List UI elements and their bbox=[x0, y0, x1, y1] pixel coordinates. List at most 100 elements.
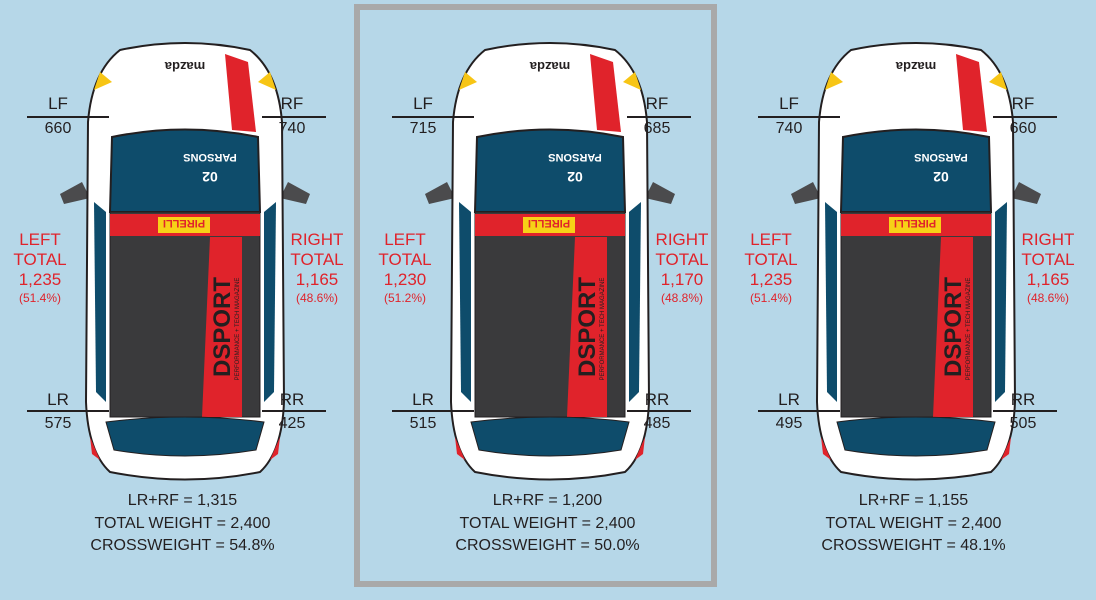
rr-line bbox=[627, 410, 691, 412]
svg-text:PERFORMANCE + TECH MAGAZINE: PERFORMANCE + TECH MAGAZINE bbox=[966, 278, 972, 381]
svg-text:PIRELLI: PIRELLI bbox=[163, 217, 205, 229]
summary: LR+RF = 1,315 TOTAL WEIGHT = 2,400 CROSS… bbox=[0, 490, 365, 558]
crossweight: CROSSWEIGHT = 50.0% bbox=[455, 537, 640, 554]
total-weight: TOTAL WEIGHT = 2,400 bbox=[825, 514, 1002, 532]
crossweight: CROSSWEIGHT = 54.8% bbox=[90, 537, 275, 554]
brand-logo: mazda bbox=[164, 59, 205, 74]
lr-rf-sum: LR+RF = 1,155 bbox=[858, 492, 969, 509]
right-total-pct: (48.6%) bbox=[1026, 291, 1070, 305]
svg-text:PIRELLI: PIRELLI bbox=[894, 217, 936, 229]
lr-line bbox=[392, 410, 474, 412]
svg-text:PERFORMANCE + TECH MAGAZINE: PERFORMANCE + TECH MAGAZINE bbox=[235, 278, 241, 381]
left-mirror bbox=[60, 182, 90, 204]
lr-rf-sum: LR+RF = 1,315 bbox=[127, 492, 238, 509]
total-weight: TOTAL WEIGHT = 2,400 bbox=[459, 514, 636, 532]
lf-label: LF bbox=[48, 94, 68, 113]
right-total-value: 1,165 bbox=[295, 270, 339, 289]
scale-panel-1: mazda PARSONS 02 PIRELLI DSPORT PERFORMA… bbox=[0, 0, 365, 600]
svg-text:02: 02 bbox=[933, 169, 949, 185]
rf-line bbox=[627, 116, 691, 118]
right-total-pct: (48.6%) bbox=[295, 291, 339, 305]
lr-line bbox=[27, 410, 109, 412]
rr-value: 425 bbox=[278, 415, 306, 432]
left-total-value: 1,235 bbox=[749, 270, 793, 289]
left-total-pct: (51.4%) bbox=[18, 291, 62, 305]
rf-value: 660 bbox=[1009, 120, 1037, 137]
svg-text:PERFORMANCE + TECH MAGAZINE: PERFORMANCE + TECH MAGAZINE bbox=[600, 278, 606, 381]
svg-text:PARSONS: PARSONS bbox=[548, 151, 602, 163]
brand-logo: mazda bbox=[529, 59, 570, 74]
selection-frame bbox=[354, 4, 717, 587]
lf-label: LF bbox=[413, 94, 433, 113]
right-total: RIGHT TOTAL 1,165 (48.6%) bbox=[1008, 230, 1088, 306]
left-total-pct: (51.4%) bbox=[749, 291, 793, 305]
rr-label: RR bbox=[279, 390, 305, 409]
right-mirror bbox=[645, 182, 675, 204]
car-top-view: mazda PARSONS 02 PIRELLI DSPORT PERFORMA… bbox=[60, 42, 310, 481]
lr-rf-sum: LR+RF = 1,200 bbox=[492, 492, 603, 509]
rf-label: RF bbox=[645, 94, 669, 113]
lf-value: 715 bbox=[409, 120, 437, 137]
left-total-value: 1,230 bbox=[383, 270, 427, 289]
svg-text:DSPORT: DSPORT bbox=[574, 277, 601, 377]
left-total: LEFT TOTAL 1,235 (51.4%) bbox=[0, 230, 80, 306]
right-mirror bbox=[1011, 182, 1041, 204]
left-mirror bbox=[791, 182, 821, 204]
rf-label: RF bbox=[280, 94, 304, 113]
right-mirror bbox=[280, 182, 310, 204]
svg-text:DSPORT: DSPORT bbox=[940, 277, 967, 377]
lf-line bbox=[27, 116, 109, 118]
brand-logo: mazda bbox=[895, 59, 936, 74]
lf-label: LF bbox=[779, 94, 799, 113]
lf-value: 740 bbox=[775, 120, 803, 137]
svg-text:PARSONS: PARSONS bbox=[183, 151, 237, 163]
left-mirror bbox=[425, 182, 455, 204]
scale-panel-3: mazda PARSONS 02 PIRELLI DSPORT PERFORMA… bbox=[731, 0, 1096, 600]
left-total-value: 1,235 bbox=[18, 270, 62, 289]
car: mazda PARSONS 02 PIRELLI DSPORT PERFORMA… bbox=[791, 42, 1041, 482]
rf-line bbox=[993, 116, 1057, 118]
right-total-pct: (48.8%) bbox=[660, 291, 704, 305]
left-total: LEFT TOTAL 1,235 (51.4%) bbox=[731, 230, 811, 306]
rf-line bbox=[262, 116, 326, 118]
right-total: RIGHT TOTAL 1,170 (48.8%) bbox=[642, 230, 722, 306]
crossweight: CROSSWEIGHT = 48.1% bbox=[821, 537, 1006, 554]
lf-line bbox=[758, 116, 840, 118]
rf-label: RF bbox=[1011, 94, 1035, 113]
lr-label: LR bbox=[412, 390, 434, 409]
svg-text:DSPORT: DSPORT bbox=[209, 277, 236, 377]
lr-line bbox=[758, 410, 840, 412]
lr-value: 495 bbox=[775, 415, 803, 432]
rr-value: 485 bbox=[643, 415, 671, 432]
svg-text:PARSONS: PARSONS bbox=[914, 151, 968, 163]
lr-value: 515 bbox=[409, 415, 437, 432]
svg-text:PIRELLI: PIRELLI bbox=[528, 217, 570, 229]
right-total: RIGHT TOTAL 1,165 (48.6%) bbox=[277, 230, 357, 306]
rr-line bbox=[262, 410, 326, 412]
car: mazda PARSONS 02 PIRELLI DSPORT PERFORMA… bbox=[425, 42, 675, 482]
car-top-view: mazda PARSONS 02 PIRELLI DSPORT PERFORMA… bbox=[791, 42, 1041, 481]
summary: LR+RF = 1,200 TOTAL WEIGHT = 2,400 CROSS… bbox=[365, 490, 730, 558]
car-top-view: mazda PARSONS 02 PIRELLI DSPORT PERFORMA… bbox=[425, 42, 675, 481]
summary: LR+RF = 1,155 TOTAL WEIGHT = 2,400 CROSS… bbox=[731, 490, 1096, 558]
total-weight: TOTAL WEIGHT = 2,400 bbox=[94, 514, 271, 532]
left-total-pct: (51.2%) bbox=[383, 291, 427, 305]
right-total-value: 1,170 bbox=[660, 270, 704, 289]
lf-value: 660 bbox=[44, 120, 72, 137]
svg-text:02: 02 bbox=[202, 169, 218, 185]
lr-value: 575 bbox=[44, 415, 72, 432]
left-total: LEFT TOTAL 1,230 (51.2%) bbox=[365, 230, 445, 306]
car: mazda PARSONS 02 PIRELLI DSPORT PERFORMA… bbox=[60, 42, 310, 482]
lr-label: LR bbox=[47, 390, 69, 409]
lf-line bbox=[392, 116, 474, 118]
rr-label: RR bbox=[644, 390, 670, 409]
rr-value: 505 bbox=[1009, 415, 1037, 432]
scale-panel-2: mazda PARSONS 02 PIRELLI DSPORT PERFORMA… bbox=[354, 0, 730, 600]
lr-label: LR bbox=[778, 390, 800, 409]
right-total-value: 1,165 bbox=[1026, 270, 1070, 289]
rf-value: 740 bbox=[278, 120, 306, 137]
rf-value: 685 bbox=[643, 120, 671, 137]
svg-text:02: 02 bbox=[567, 169, 583, 185]
rr-label: RR bbox=[1010, 390, 1036, 409]
rr-line bbox=[993, 410, 1057, 412]
